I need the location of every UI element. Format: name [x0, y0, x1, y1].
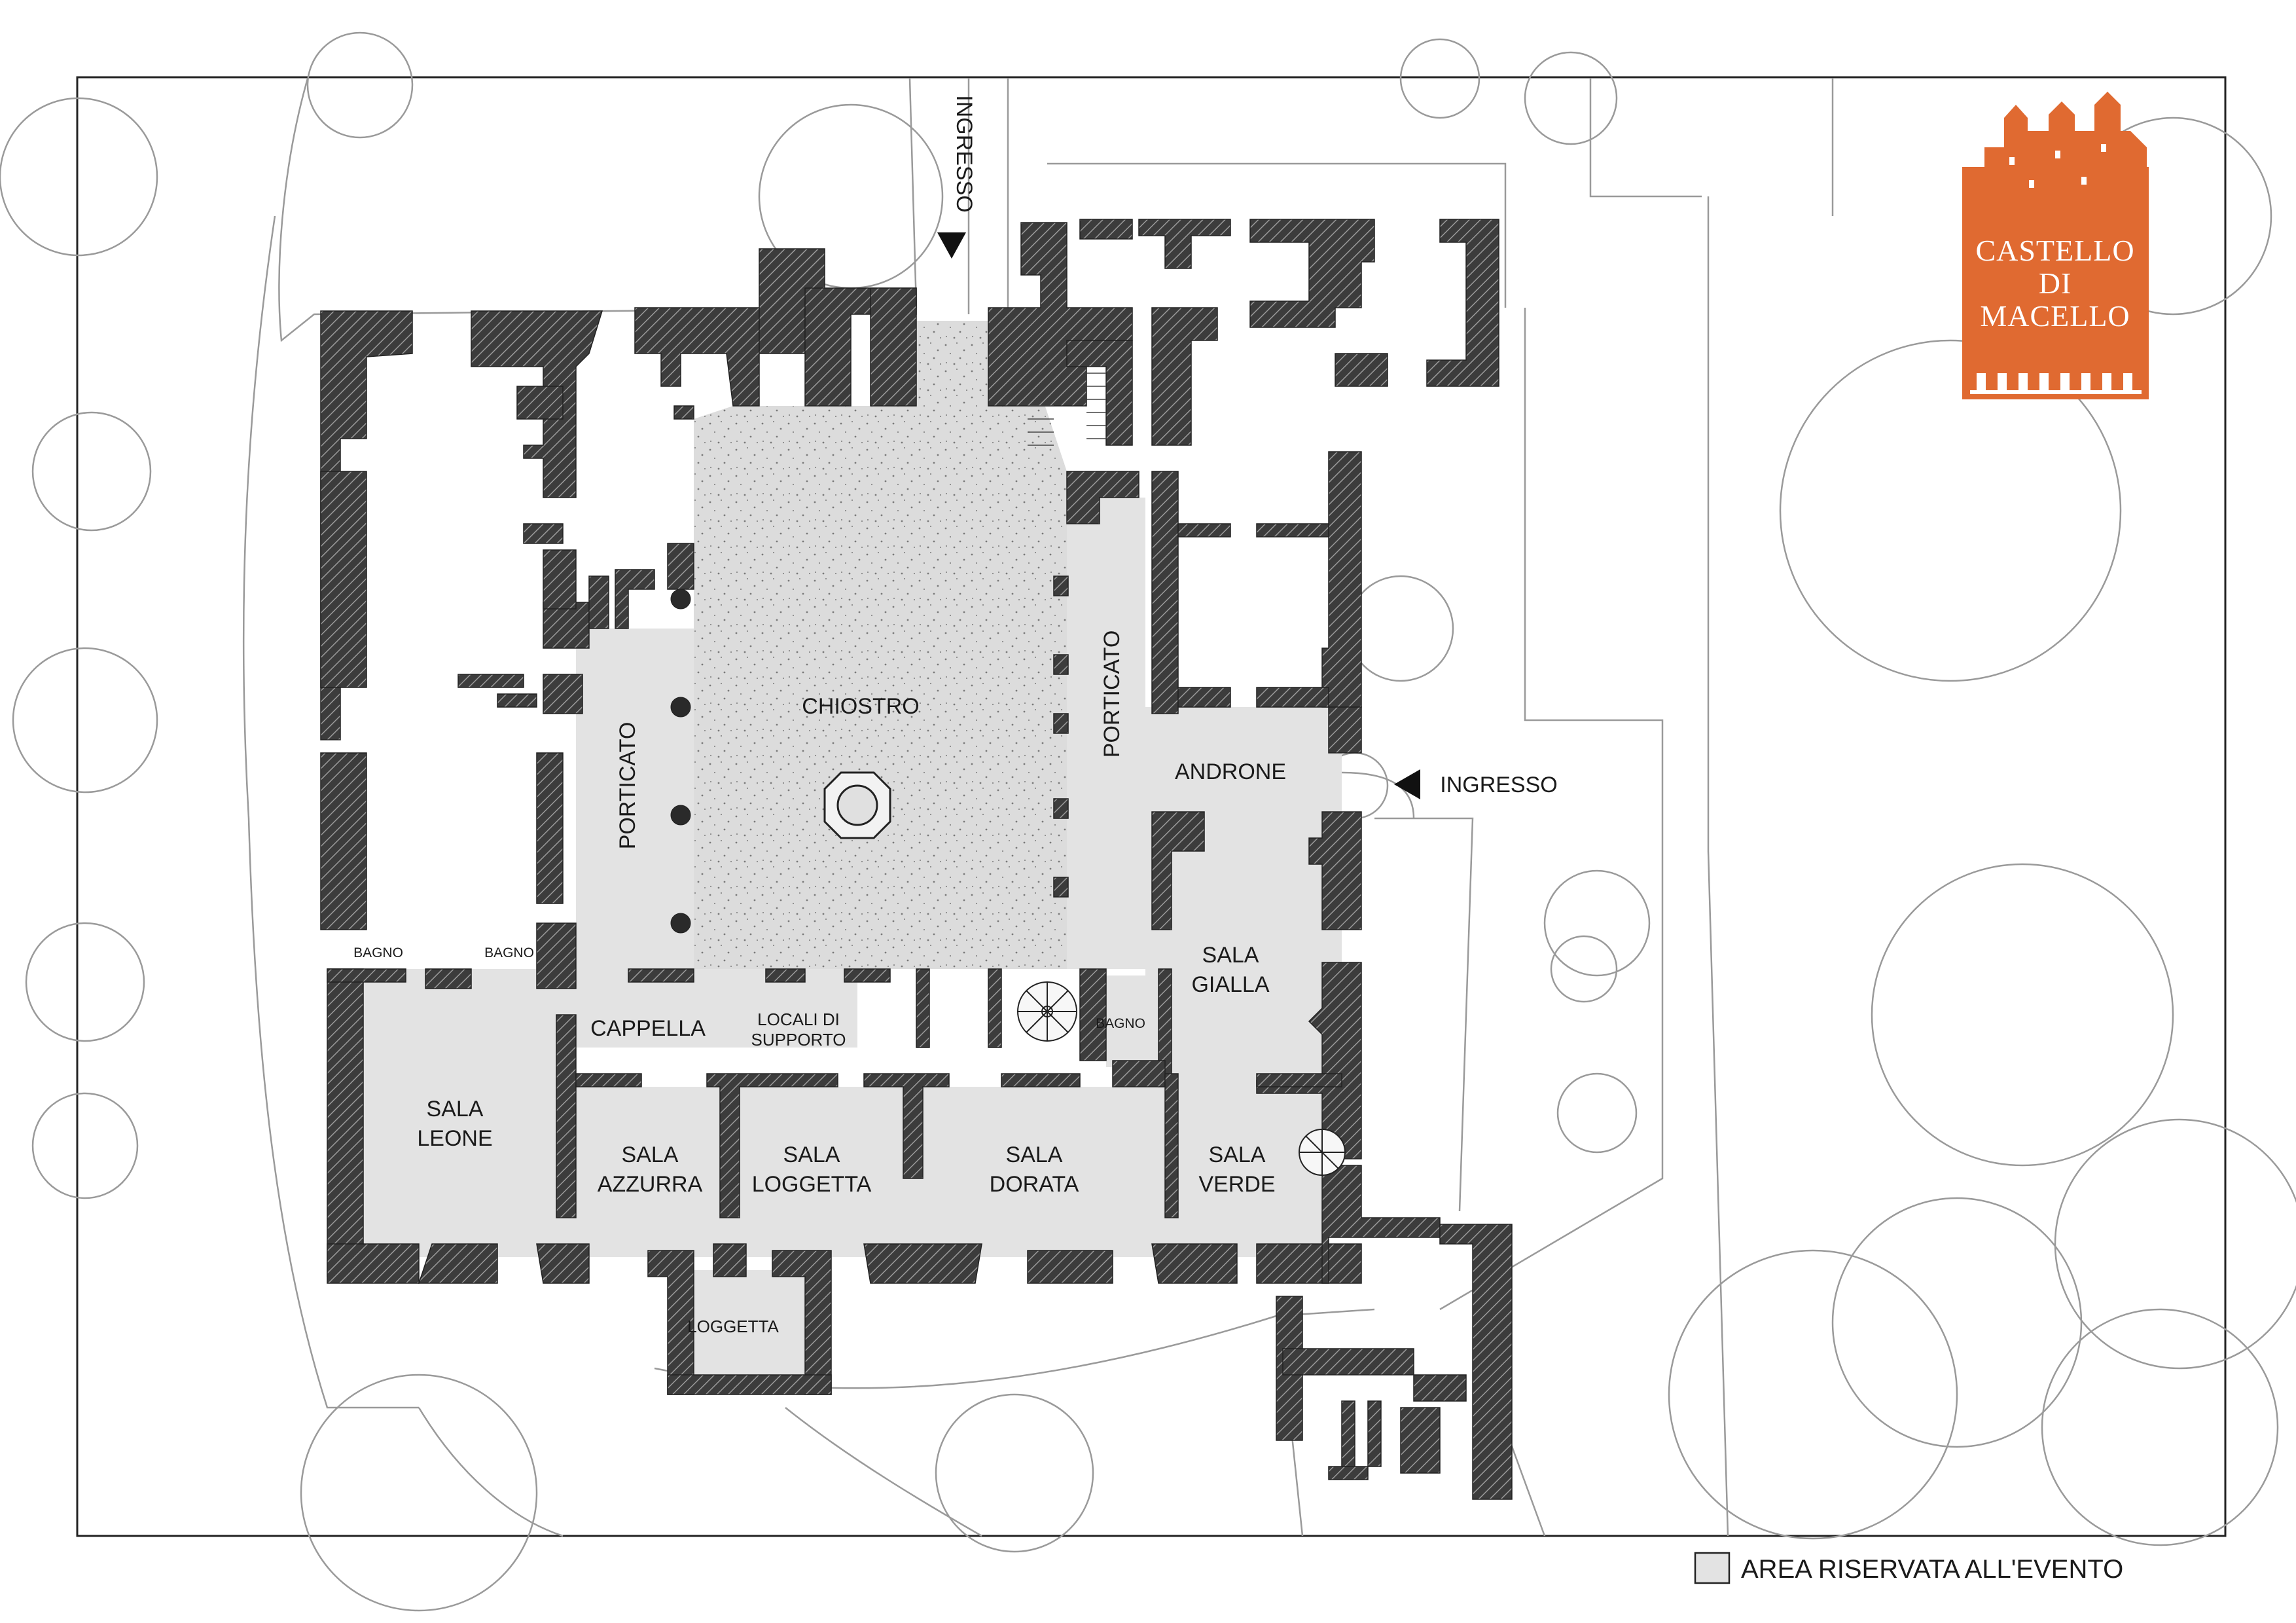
- label-locali-2: SUPPORTO: [751, 1030, 846, 1049]
- label-ingresso-top: INGRESSO: [952, 95, 977, 212]
- spiral-stair-icon: [1017, 981, 1346, 1176]
- walls: [320, 219, 1513, 1500]
- chiostro-courtyard: [694, 321, 1067, 969]
- label-sala-verde-1: SALA: [1209, 1142, 1266, 1167]
- label-sala-loggetta-1: SALA: [783, 1142, 840, 1167]
- label-sala-loggetta-2: LOGGETTA: [752, 1172, 872, 1197]
- label-sala-dorata-1: SALA: [1006, 1142, 1063, 1167]
- logo-line-2: DI: [2039, 266, 2072, 300]
- well-icon: [823, 771, 891, 839]
- label-chiostro: CHIOSTRO: [802, 694, 919, 719]
- legend-label: AREA RISERVATA ALL'EVENTO: [1741, 1555, 2123, 1584]
- label-sala-dorata-2: DORATA: [990, 1172, 1079, 1197]
- label-ingresso-right: INGRESSO: [1440, 773, 1557, 797]
- label-sala-gialla-1: SALA: [1202, 943, 1259, 968]
- label-locali-1: LOCALI DI: [757, 1010, 840, 1029]
- map-frame: [76, 76, 2227, 1537]
- label-bagno-2: BAGNO: [484, 945, 534, 960]
- label-sala-azzurra-1: SALA: [622, 1142, 679, 1167]
- label-sala-gialla-2: GIALLA: [1191, 972, 1269, 997]
- stair-lines: [1028, 373, 1106, 446]
- label-porticato-left: PORTICATO: [615, 722, 640, 850]
- entrance-arrow-right-icon: [1394, 769, 1420, 799]
- label-loggetta: LOGGETTA: [687, 1317, 779, 1336]
- garden-outlines: [0, 31, 2296, 1612]
- label-sala-verde-2: VERDE: [1198, 1172, 1275, 1197]
- logo-line-1: CASTELLO: [1975, 234, 2134, 267]
- label-sala-leone-1: SALA: [427, 1097, 484, 1122]
- label-sala-azzurra-2: AZZURRA: [598, 1172, 703, 1197]
- label-bagno-3: BAGNO: [1096, 1016, 1145, 1031]
- label-androne: ANDRONE: [1175, 759, 1286, 784]
- legend: AREA RISERVATA ALL'EVENTO: [1694, 1552, 2123, 1584]
- label-bagno-1: BAGNO: [353, 945, 403, 960]
- porticato-columns: [670, 589, 691, 934]
- logo-line-3: MACELLO: [1980, 299, 2130, 333]
- castello-logo: CASTELLO DI MACELLO: [1962, 92, 2149, 399]
- label-sala-leone-2: LEONE: [417, 1126, 492, 1151]
- label-cappella: CAPPELLA: [590, 1016, 706, 1041]
- entrance-arrow-top-icon: [937, 232, 966, 259]
- label-porticato-right: PORTICATO: [1100, 630, 1124, 758]
- legend-swatch: [1694, 1552, 1731, 1584]
